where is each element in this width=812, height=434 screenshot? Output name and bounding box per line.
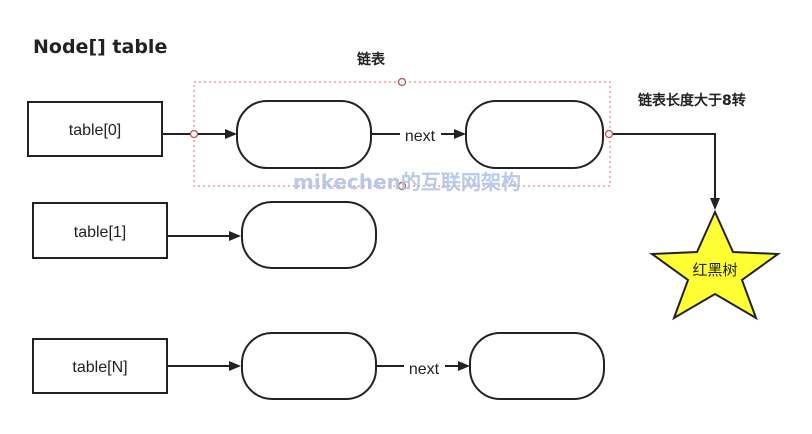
next-label: next <box>405 128 436 145</box>
list-node <box>241 201 377 269</box>
convert-arrow <box>613 133 720 210</box>
red-black-tree-star <box>649 209 781 321</box>
next-label: next <box>409 361 440 378</box>
list-node <box>236 100 372 169</box>
selection-handle-bottom <box>397 181 407 191</box>
table-cell-1 <box>32 202 168 259</box>
table-cell-n <box>32 338 168 394</box>
selection-handle-top <box>397 77 407 87</box>
table-cell-label: table[N] <box>72 359 127 376</box>
linked-list-label: 链表 <box>357 51 386 68</box>
list-node <box>469 332 605 400</box>
table-cell-label: table[0] <box>69 122 121 139</box>
table-cell-label: table[1] <box>74 224 126 241</box>
table-cell-0 <box>27 101 163 157</box>
tree-label: 红黑树 <box>692 262 737 279</box>
watermark: mikechen的互联网架构 <box>293 170 521 194</box>
list-node <box>241 332 377 400</box>
convert-label: 链表长度大于8转 <box>638 92 746 109</box>
diagram-title: Node[] table <box>33 36 167 58</box>
connector-dot <box>189 129 199 139</box>
connector-dot <box>604 129 614 139</box>
list-node <box>465 100 604 169</box>
